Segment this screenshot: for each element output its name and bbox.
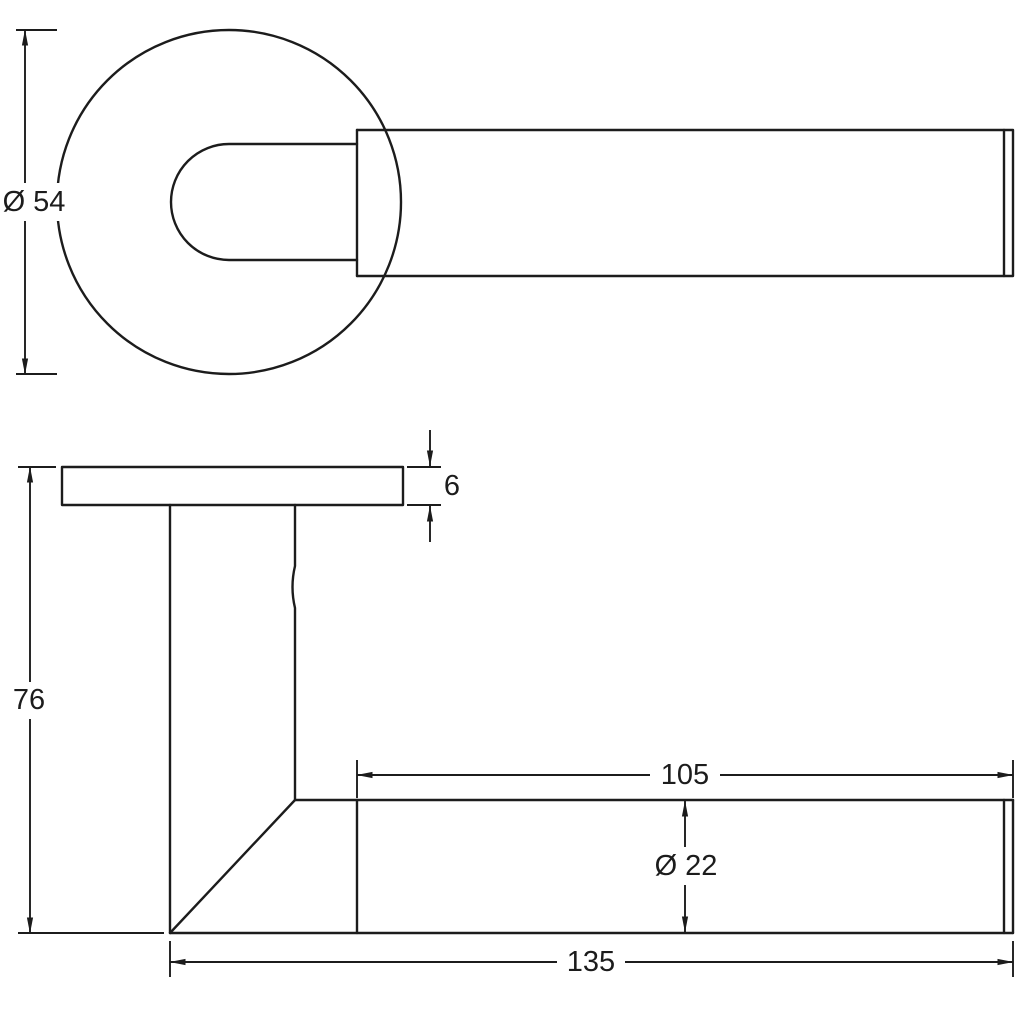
dim-rose-thickness: 6 [407,430,460,542]
dim-label-rose-thickness: 6 [444,470,460,502]
neck-right-edge-side [291,503,297,802]
lever-neck-front [169,142,359,262]
label-backdrop [4,682,56,719]
label-backdrop [0,183,68,221]
dim-lever-diameter: Ø 22 [645,800,727,933]
dim-rose-diameter: Ø 54 [0,29,68,375]
rose-plate-side [60,465,405,507]
dim-label-rose-diameter: Ø 54 [3,186,66,218]
dim-label-overall-projection: 76 [13,684,45,716]
dim-label-overall-length: 135 [567,946,615,978]
label-backdrop [650,757,720,794]
lever-grip-front [355,128,1015,278]
front-view [55,28,1015,376]
dim-grip-length: 105 [356,757,1014,798]
neck-miter-line-side [168,798,297,935]
dim-overall-length: 135 [169,941,1014,981]
rose-circle-front [55,28,403,376]
side-view [60,465,1015,935]
label-backdrop [557,944,625,981]
dim-label-lever-diameter: Ø 22 [655,850,718,882]
dim-label-grip-length: 105 [661,759,709,791]
label-backdrop [645,847,727,885]
dim-overall-projection: 76 [4,466,164,934]
